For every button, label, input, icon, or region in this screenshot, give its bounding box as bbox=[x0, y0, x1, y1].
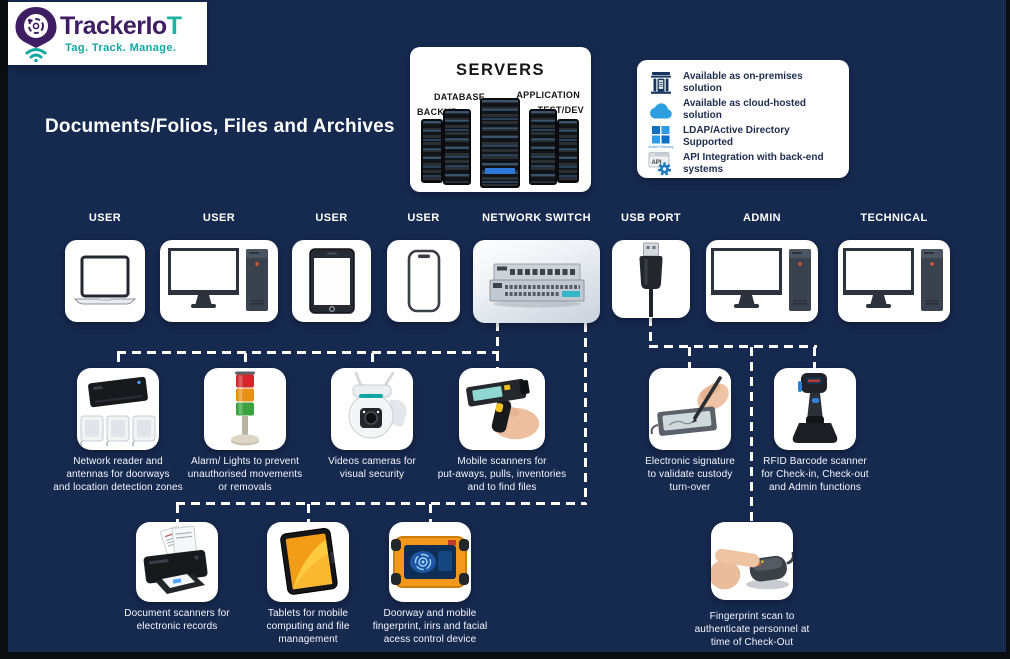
page-title: Documents/Folios, Files and Archives bbox=[45, 116, 395, 137]
access-control-caption: Doorway and mobile fingerprint, irirs an… bbox=[372, 608, 488, 646]
laptop-icon bbox=[73, 255, 137, 305]
connector-line bbox=[496, 322, 499, 370]
fingerprint-scanner-card bbox=[711, 522, 793, 600]
label-network-switch: NETWORK SWITCH bbox=[482, 212, 591, 224]
connector-line bbox=[307, 504, 310, 522]
network-reader-caption: Network reader and antennas for doorways… bbox=[53, 456, 183, 494]
servers-card: SERVERS DATABASE BACKUP APPLICATION TEST… bbox=[410, 47, 591, 192]
cloud-icon bbox=[647, 96, 674, 123]
servers-title: SERVERS bbox=[455, 61, 546, 79]
network-switch-card bbox=[473, 240, 600, 323]
user-tablet-card bbox=[292, 240, 371, 322]
fingerprint-reader-icon bbox=[711, 548, 793, 590]
connector-line bbox=[750, 347, 753, 522]
server-rack-icon bbox=[421, 119, 443, 183]
label-user-phone: USER bbox=[407, 212, 440, 224]
connector-line bbox=[176, 502, 586, 505]
desktop-computer-icon bbox=[711, 248, 811, 311]
desktop-computer-icon bbox=[168, 248, 268, 311]
user-laptop-card bbox=[65, 240, 145, 322]
legend-item-cloud: Available as cloud-hosted solution bbox=[647, 96, 839, 123]
legend-card: Available as on-premises solution Availa… bbox=[637, 60, 849, 178]
usb-port-card bbox=[612, 240, 690, 318]
document-scanner-caption: Document scanners for electronic records bbox=[124, 608, 230, 633]
video-camera-caption: Videos cameras for visual security bbox=[328, 456, 416, 481]
document-scanner-card bbox=[136, 522, 218, 602]
server-rack-icon bbox=[557, 119, 579, 183]
svg-text:API: API bbox=[651, 160, 661, 166]
barcode-scanner-gun-icon bbox=[792, 373, 838, 443]
servers-application-label: APPLICATION bbox=[516, 90, 580, 100]
label-user-tablet: USER bbox=[315, 212, 348, 224]
signature-pad-icon bbox=[650, 376, 729, 436]
fingerprint-access-device-icon bbox=[391, 536, 469, 588]
network-reader-icon bbox=[80, 376, 156, 446]
connector-line bbox=[429, 504, 432, 522]
brand-tagline: Tag. Track. Manage. bbox=[65, 41, 177, 54]
usb-connector-icon bbox=[639, 242, 663, 317]
trackeriot-logo: TrackerIoT Tag. Track. Manage. bbox=[8, 2, 207, 65]
servers-backup-label: BACKUP bbox=[417, 107, 458, 117]
brand-name: TrackerIoT bbox=[60, 11, 182, 40]
label-user-laptop: USER bbox=[88, 212, 122, 224]
desktop-computer-icon bbox=[843, 248, 943, 311]
server-rack-icon bbox=[480, 98, 520, 188]
servers-testdev-label: TEST/DEV bbox=[537, 105, 584, 115]
electronic-signature-caption: Electronic signature to validate custody… bbox=[645, 456, 735, 494]
ptz-camera-icon bbox=[348, 372, 407, 439]
mobile-scanner-card bbox=[459, 368, 545, 450]
servers-database-label: DATABASE bbox=[434, 92, 486, 102]
legend-item-active-directory: Active Directory LDAP/Active Directory S… bbox=[647, 123, 790, 150]
rugged-tablet-icon bbox=[280, 527, 338, 595]
label-admin: ADMIN bbox=[742, 212, 782, 224]
electronic-signature-card bbox=[649, 368, 731, 450]
server-rack-icon bbox=[443, 109, 471, 185]
mobile-scanner-caption: Mobile scanners for put-aways, pulls, in… bbox=[437, 456, 567, 494]
svg-text:Active Directory: Active Directory bbox=[648, 145, 673, 149]
active-directory-icon: Active Directory bbox=[647, 123, 674, 150]
alarm-lights-card bbox=[204, 368, 286, 450]
mobile-tablet-card bbox=[267, 522, 349, 602]
server-rack-icon bbox=[529, 109, 557, 185]
handheld-rfid-scanner-icon bbox=[466, 378, 540, 440]
on-premises-building-icon bbox=[647, 69, 674, 96]
smartphone-icon bbox=[407, 249, 440, 313]
fingerprint-scanner-caption: Fingerprint scan to authenticate personn… bbox=[694, 611, 810, 649]
document-scanner-icon bbox=[143, 526, 208, 594]
connector-line bbox=[244, 353, 247, 370]
video-camera-card bbox=[331, 368, 413, 450]
label-technical: TECHNICAL bbox=[860, 212, 928, 224]
admin-desktop-card bbox=[706, 240, 818, 322]
network-reader-card bbox=[77, 368, 159, 450]
connector-line bbox=[584, 323, 587, 505]
rfid-barcode-scanner-card bbox=[774, 368, 856, 450]
connector-line bbox=[371, 353, 374, 370]
network-switch-icon bbox=[489, 263, 584, 307]
alarm-lights-caption: Alarm/ Lights to prevent unauthorised mo… bbox=[187, 456, 303, 494]
connector-line bbox=[649, 345, 817, 348]
connector-line bbox=[688, 347, 691, 368]
connector-line bbox=[117, 351, 499, 354]
legend-item-api: API API Integration with back-end system… bbox=[647, 150, 839, 177]
label-usb-port: USB PORT bbox=[620, 212, 682, 224]
alarm-stack-light-icon bbox=[231, 371, 259, 446]
user-phone-card bbox=[387, 240, 460, 322]
connector-line bbox=[649, 317, 652, 348]
legend-item-on-premises: Available as on-premises solution bbox=[647, 69, 839, 96]
api-gear-icon: API bbox=[647, 150, 674, 177]
label-user-desktop: USER bbox=[202, 212, 236, 224]
tablet-icon bbox=[308, 248, 355, 314]
technical-desktop-card bbox=[838, 240, 950, 322]
connector-line bbox=[176, 504, 179, 522]
user-desktop-card bbox=[160, 240, 278, 322]
mobile-tablet-caption: Tablets for mobile computing and file ma… bbox=[266, 608, 350, 646]
connector-line bbox=[813, 347, 816, 368]
connector-line bbox=[117, 353, 120, 370]
rfid-scanner-caption: RFID Barcode scanner for Check-in, Check… bbox=[761, 456, 869, 494]
access-control-card bbox=[389, 522, 471, 602]
map-pin-icon bbox=[15, 6, 57, 62]
